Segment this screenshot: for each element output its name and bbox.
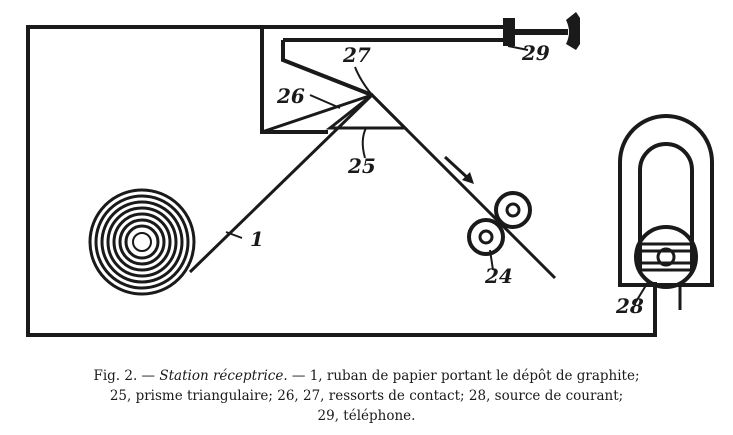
triangular-prism bbox=[325, 92, 409, 130]
armature-ring bbox=[634, 225, 698, 289]
telephone bbox=[503, 12, 580, 50]
direction-arrow bbox=[443, 155, 474, 184]
caption-title: Station réceptrice. bbox=[159, 368, 288, 384]
magnet-outer bbox=[618, 114, 714, 287]
magnet-inner bbox=[638, 142, 694, 270]
armature-hub bbox=[656, 247, 676, 267]
leader-lines bbox=[225, 45, 649, 306]
telephone-body bbox=[503, 18, 515, 46]
armature-windings bbox=[640, 242, 692, 272]
caption-line1-rest: — 1, ruban de papier portant le dépôt de… bbox=[291, 368, 640, 384]
spring-27-mount bbox=[281, 40, 373, 97]
caption-line-2: 25, prisme triangulaire; 26, 27, ressort… bbox=[109, 388, 624, 404]
caption-line-1: Fig. 2. — Station réceptrice. — 1, ruban… bbox=[10, 366, 723, 386]
label-rollers: 24 bbox=[484, 264, 513, 288]
label-prism: 25 bbox=[347, 154, 376, 178]
rollers bbox=[467, 191, 532, 256]
spring-26 bbox=[261, 93, 373, 134]
label-telephone: 29 bbox=[521, 41, 550, 65]
current-source bbox=[618, 114, 714, 289]
label-current-source: 28 bbox=[615, 294, 644, 318]
telephone-earpiece bbox=[566, 12, 580, 50]
paper-coil bbox=[88, 188, 196, 296]
caption-line-3: 29, téléphone. bbox=[317, 408, 416, 424]
label-spring-27: 27 bbox=[342, 43, 371, 67]
paper-ribbon bbox=[188, 92, 557, 280]
circuit-wire bbox=[26, 25, 657, 337]
caption-prefix: Fig. 2. — bbox=[93, 368, 156, 384]
receiving-station-diagram: 1 24 25 26 27 28 29 bbox=[26, 12, 714, 337]
label-ribbon: 1 bbox=[250, 227, 264, 251]
figure-caption: Fig. 2. — Station réceptrice. — 1, ruban… bbox=[10, 366, 723, 426]
label-spring-26: 26 bbox=[276, 84, 305, 108]
